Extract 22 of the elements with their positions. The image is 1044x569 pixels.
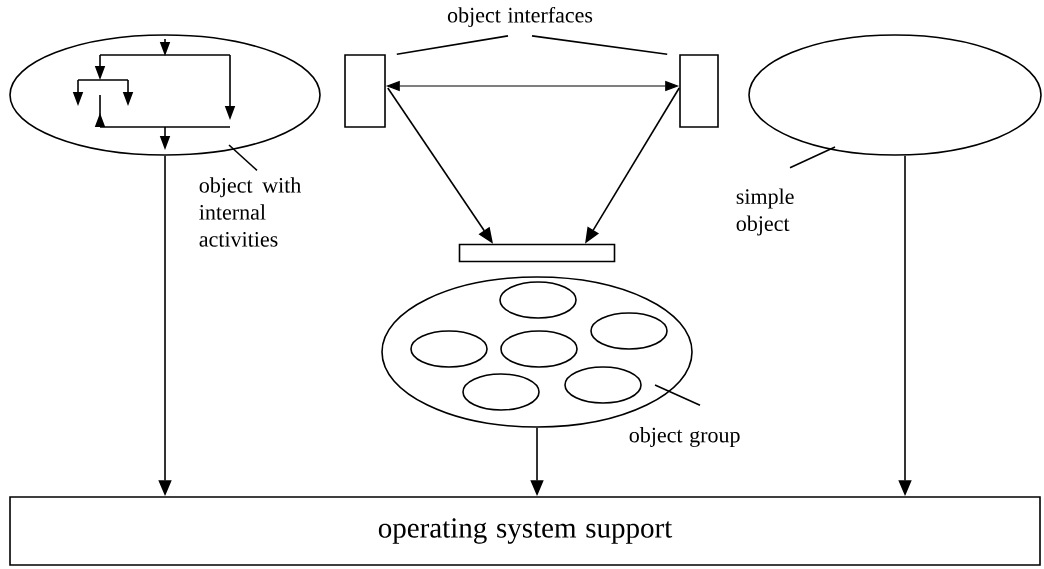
object-ellipse [564,366,642,404]
object-ellipse [748,34,1042,156]
leader-line [654,384,701,406]
object-ellipse [410,330,488,368]
object-ellipse [590,312,668,350]
label-text: simple object [736,188,794,236]
interface-box [679,54,719,128]
object-ellipse [9,34,321,156]
label-text: object group [629,427,740,447]
object-ellipse [499,281,577,319]
support-box: operating system support [9,496,1041,566]
interface-box [344,54,386,128]
object-ellipse [500,330,578,368]
leader-line [228,144,258,172]
label-text: object interfaces [447,6,593,28]
leader-line [531,35,668,55]
interface-bar [458,243,616,263]
leader-line [789,146,836,169]
label-text: object with internal activities [199,177,301,247]
object-ellipse [462,373,540,411]
object-group-ellipse [381,276,693,428]
leader-line [396,35,509,55]
